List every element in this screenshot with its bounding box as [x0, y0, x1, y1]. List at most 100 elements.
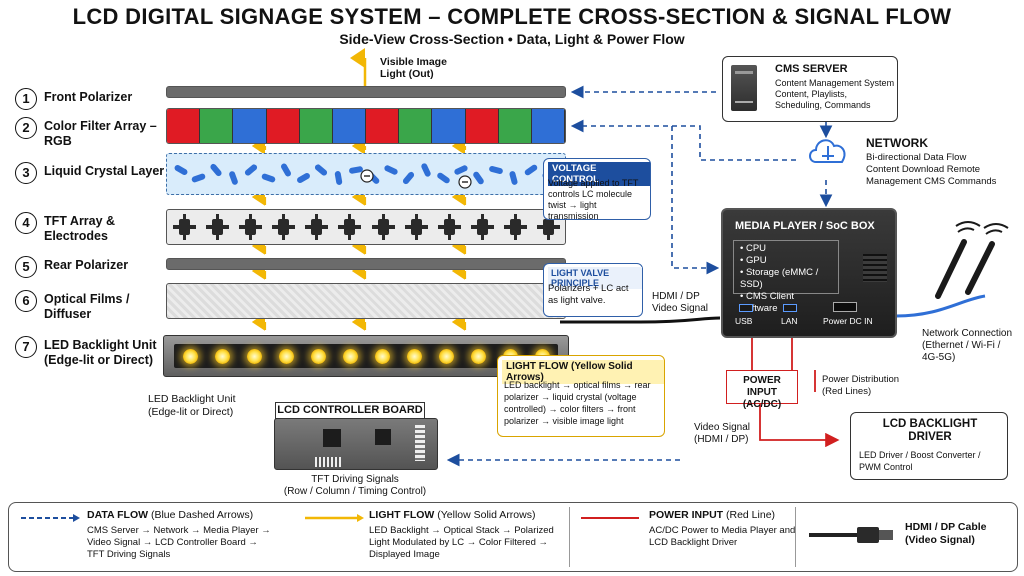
led-icon [246, 348, 262, 364]
lc-molecules [174, 163, 555, 189]
tft-transistor-icon [335, 214, 363, 240]
legend-data-flow-text: CMS Server → Network → Media Player → Vi… [87, 525, 271, 560]
media-player-item: • Storage (eMMC / SSD) [740, 267, 819, 290]
cms-text: Content Management System Content, Playl… [775, 78, 895, 110]
color-filter-cell [432, 109, 466, 143]
connector-icon [415, 425, 425, 461]
hdmi-cable-icon [809, 527, 893, 543]
data-to-media-arrow [671, 126, 720, 275]
liquid-crystal-layer [166, 153, 566, 195]
legend-light-flow-text: LED Backlight → Optical Stack → Polarize… [369, 525, 554, 560]
color-filter-cell [498, 109, 532, 143]
tft-transistor-icon [369, 214, 397, 240]
led-icon [278, 348, 294, 364]
light-valve-box: LIGHT VALVE PRINCIPLE Polarizers + LC ac… [543, 263, 643, 317]
power-distribution-label: Power Distribution (Red Lines) [822, 374, 900, 397]
media-player-item: • CMS Client Software [740, 291, 795, 314]
light-valve-text: Polarizers + LC act as light valve. [548, 283, 629, 306]
legend-light-flow-title: LIGHT FLOW (Yellow Solid Arrows) [369, 509, 536, 521]
lc-molecule [437, 172, 450, 184]
color-filter-cell [233, 109, 267, 143]
lc-molecule [349, 166, 363, 174]
optical-films-diffuser [166, 283, 566, 319]
tft-transistor-icon [269, 214, 297, 240]
legend-data-flow-title: DATA FLOW (Blue Dashed Arrows) [87, 509, 254, 521]
color-filter-cell [167, 109, 201, 143]
led-icon [374, 348, 390, 364]
lc-molecule [174, 165, 188, 175]
color-filter-cell [266, 109, 300, 143]
lc-molecule [229, 171, 238, 185]
led-icon [342, 348, 358, 364]
antenna-icon [935, 221, 1009, 299]
lc-molecule [210, 163, 222, 177]
layer-number-2: 2 [15, 117, 37, 139]
controller-chip-icon [375, 429, 391, 445]
legend-power-text: AC/DC Power to Media Player and LCD Back… [649, 525, 796, 548]
layer-label-5: Rear Polarizer [44, 258, 129, 272]
front-polarizer [166, 86, 566, 98]
legend-power-title: POWER INPUT (Red Line) [649, 509, 776, 521]
lc-molecule [524, 164, 538, 176]
voltage-control-text: Voltage applied to TFT controls LC molec… [548, 178, 639, 221]
tft-transistor-icon [534, 214, 562, 240]
tft-transistor-icon [435, 214, 463, 240]
lc-molecule [334, 171, 343, 185]
tft-transistor-icon [170, 214, 198, 240]
port-label-usb: USB [735, 316, 753, 326]
backlight-driver-box: LCD BACKLIGHT DRIVER LED Driver / Boost … [850, 412, 1008, 480]
layer-number-3: 3 [15, 162, 37, 184]
lc-molecule [314, 164, 328, 176]
media-player-title: MEDIA PLAYER / SoC BOX [735, 220, 875, 232]
layer-number-4: 4 [15, 212, 37, 234]
lan-port-icon [783, 304, 797, 312]
controller-board [274, 418, 438, 470]
network-to-filter-arrow [570, 119, 796, 161]
server-icon [731, 65, 757, 111]
lc-molecule [421, 163, 431, 177]
network-cable-line [895, 294, 986, 318]
backlight-driver-text: LED Driver / Boost Converter / PWM Contr… [859, 450, 981, 472]
cms-title: CMS SERVER [775, 63, 848, 75]
layer-label-3: Liquid Crystal Layer [44, 164, 165, 178]
lc-molecule [384, 165, 398, 175]
tft-transistor-icon [468, 214, 496, 240]
controller-title: LCD CONTROLLER BOARD [275, 402, 425, 419]
color-filter-array [166, 108, 566, 144]
light-flow-box: LIGHT FLOW (Yellow Solid Arrows) LED bac… [497, 355, 665, 437]
video-signal-label: Video Signal (HDMI / DP) [694, 422, 750, 445]
tft-transistor-icon [236, 214, 264, 240]
tft-transistor-icon [402, 214, 430, 240]
visible-image-label: Visible Image Light (Out) [380, 56, 447, 80]
lc-molecule [489, 165, 503, 175]
usb-port-icon [739, 304, 753, 312]
lc-molecule [244, 164, 258, 176]
light-flow-text: LED backlight → optical films → rear pol… [504, 380, 651, 426]
controller-caption: TFT Driving Signals (Row / Column / Timi… [283, 474, 427, 497]
color-filter-cell [465, 109, 499, 143]
port-label-power: Power DC IN [823, 316, 873, 326]
led-backlight-unit [163, 335, 569, 377]
voltage-control-box: VOLTAGE CONTROL Voltage applied to TFT c… [543, 158, 651, 221]
connector-icon [315, 457, 341, 467]
led-icon [214, 348, 230, 364]
media-player-item: • GPU [740, 255, 767, 266]
led-icon [406, 348, 422, 364]
lc-molecule [191, 173, 206, 183]
lc-molecule [402, 171, 415, 185]
media-player-specs: • CPU• GPU• Storage (eMMC / SSD)• CMS Cl… [733, 240, 839, 314]
layer-label-2: Color Filter Array – RGB [44, 119, 157, 148]
lc-molecule [297, 173, 310, 183]
led-icon [310, 348, 326, 364]
port-label-lan: LAN [781, 316, 798, 326]
layer-number-5: 5 [15, 256, 37, 278]
color-filter-cell [531, 109, 565, 143]
led-icon [182, 348, 198, 364]
page-title: LCD DIGITAL SIGNAGE SYSTEM – COMPLETE CR… [72, 4, 952, 29]
legend-cable-title: HDMI / DP Cable (Video Signal) [905, 521, 987, 546]
lc-molecule [473, 171, 484, 185]
led-strip [174, 344, 558, 368]
lc-molecule [509, 171, 518, 185]
hdmi-port-icon [833, 302, 857, 312]
hdmi-label: HDMI / DP Video Signal [652, 291, 708, 314]
